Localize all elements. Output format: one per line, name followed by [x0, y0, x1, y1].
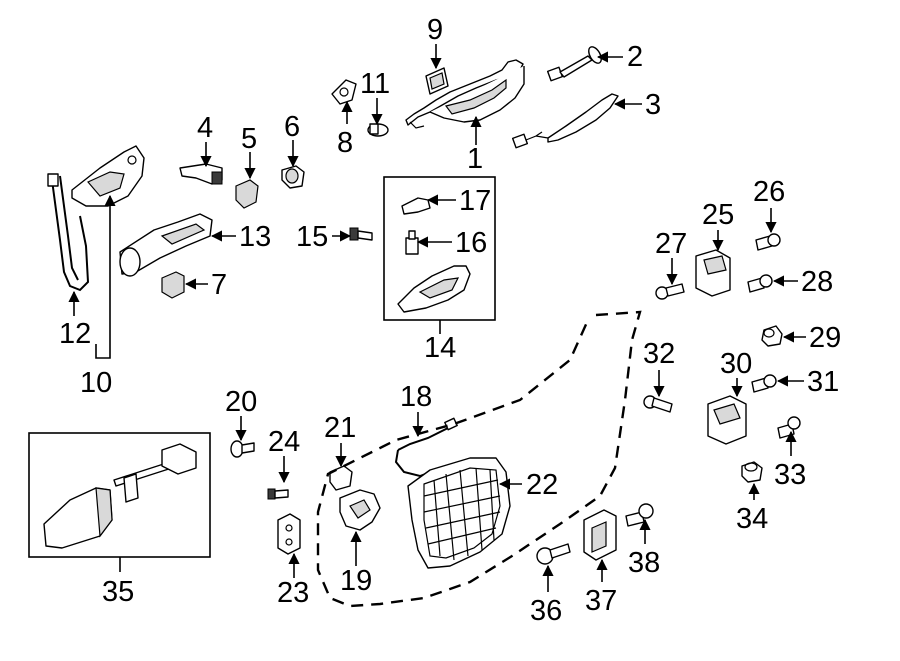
bolt-part-32 — [643, 395, 673, 413]
callout-29: 29 — [809, 322, 841, 354]
callout-16: 16 — [455, 227, 487, 259]
callout-31: 31 — [807, 366, 839, 398]
outside-handle-part — [405, 59, 525, 129]
hinge-part-25 — [695, 249, 731, 297]
callout-33: 33 — [774, 459, 806, 491]
callout-28: 28 — [801, 266, 833, 298]
callout-26: 26 — [753, 176, 785, 208]
cap-part-17 — [401, 197, 431, 215]
callout-14: 14 — [424, 332, 456, 364]
bolt-part-36 — [536, 543, 571, 565]
callout-13: 13 — [239, 221, 271, 253]
striker-part-23 — [277, 513, 301, 555]
callout-4: 4 — [197, 112, 213, 144]
clip-part-16 — [405, 230, 419, 255]
callout-30: 30 — [720, 348, 752, 380]
door-outline — [316, 310, 642, 608]
lock-actuator-part — [47, 145, 145, 292]
callout-7: 7 — [211, 269, 227, 301]
callout-11: 11 — [360, 68, 390, 100]
pad-part-37 — [583, 509, 617, 561]
bolt-part-33 — [777, 416, 801, 439]
bezel-part-6 — [281, 165, 305, 189]
cap-part-5 — [235, 179, 259, 209]
clip-part-4 — [179, 163, 223, 185]
callout-24: 24 — [268, 426, 300, 458]
inside-handle-part — [397, 265, 471, 313]
callout-6: 6 — [284, 111, 300, 143]
door-check-part — [43, 443, 197, 549]
screw-part-20 — [230, 440, 255, 458]
callout-32: 32 — [643, 338, 675, 370]
callout-labels: 1 2 3 4 5 6 7 8 9 10 11 12 13 14 15 16 1… — [59, 14, 841, 627]
callout-3: 3 — [645, 89, 661, 121]
callout-17: 17 — [459, 185, 491, 217]
gasket-part-9 — [425, 67, 449, 95]
callout-12: 12 — [59, 318, 91, 350]
callout-36: 36 — [530, 595, 562, 627]
callout-9: 9 — [427, 14, 443, 46]
lock-cylinder-part — [119, 213, 213, 277]
cap-part-7 — [161, 271, 185, 299]
callout-15: 15 — [296, 221, 328, 253]
callout-27: 27 — [655, 228, 687, 260]
callout-8: 8 — [337, 127, 353, 159]
bracket-part-8 — [331, 79, 357, 105]
callout-23: 23 — [277, 577, 309, 609]
callout-1: 1 — [467, 143, 483, 175]
callout-2: 2 — [627, 41, 643, 73]
bolt-part-26 — [755, 233, 781, 251]
callout-5: 5 — [241, 123, 257, 155]
handle-cable-part — [546, 46, 602, 82]
callout-21: 21 — [324, 412, 356, 444]
callout-25: 25 — [702, 199, 734, 231]
leader-lines — [68, 44, 806, 592]
plug-part-34 — [741, 461, 763, 483]
screw-part-24 — [267, 488, 289, 500]
latch-part-19 — [339, 489, 381, 531]
clip-part-21 — [329, 465, 353, 491]
bolt-part-38 — [625, 503, 654, 527]
callout-34: 34 — [736, 503, 768, 535]
pin-part-11 — [367, 123, 389, 137]
callout-18: 18 — [400, 381, 432, 413]
callout-19: 19 — [340, 565, 372, 597]
bolt-part-27 — [655, 283, 685, 300]
callout-38: 38 — [628, 547, 660, 579]
bolt-part-28 — [747, 274, 773, 293]
water-shield-part-22 — [407, 457, 511, 569]
hinge-part-30 — [707, 395, 747, 445]
plug-part-29 — [761, 325, 783, 347]
callout-35: 35 — [102, 576, 134, 608]
callout-37: 37 — [585, 585, 617, 617]
screw-part-15 — [349, 227, 373, 241]
callout-22: 22 — [526, 469, 558, 501]
callout-20: 20 — [225, 386, 257, 418]
bolt-part-31 — [751, 374, 777, 393]
callout-10: 10 — [80, 367, 112, 399]
handle-cover-part — [511, 93, 619, 149]
